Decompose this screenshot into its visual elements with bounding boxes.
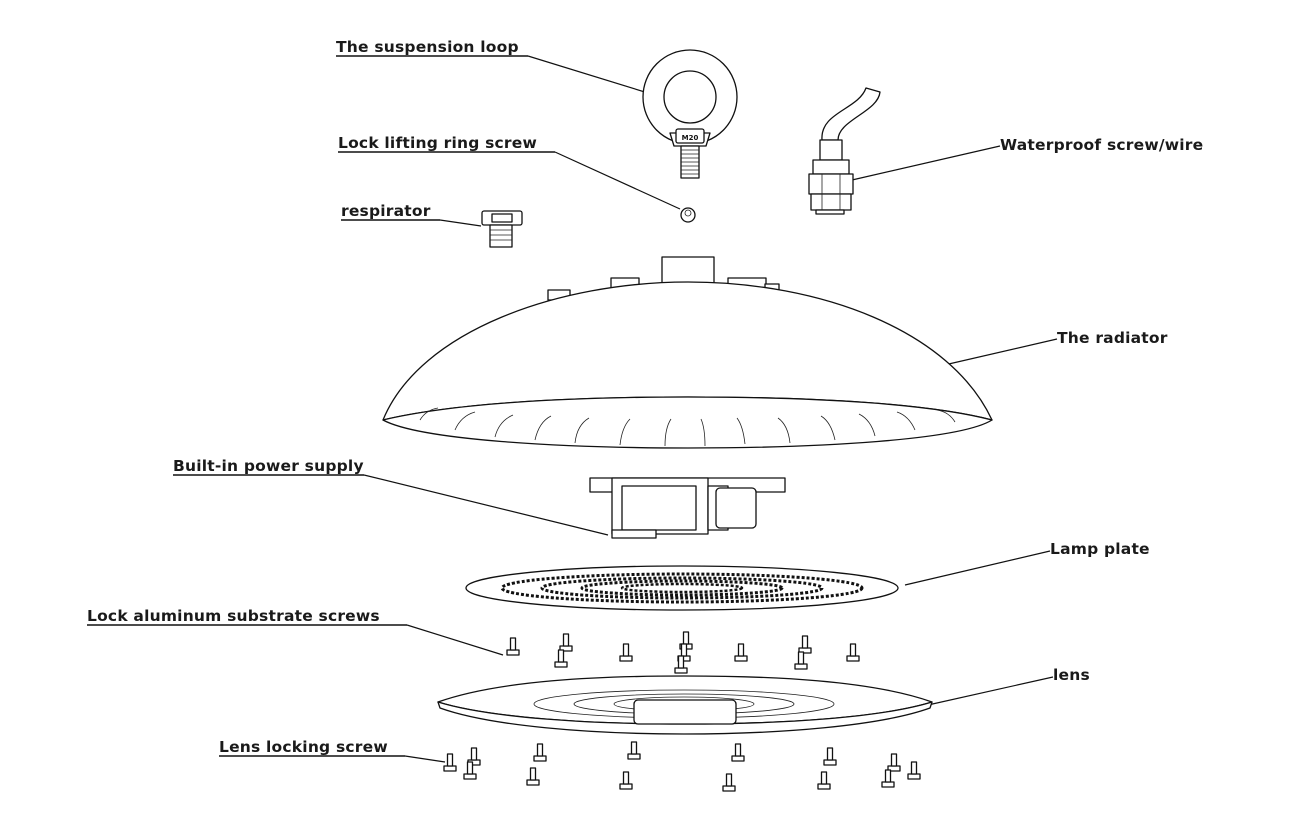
- svg-text:respirator: respirator: [341, 202, 431, 220]
- svg-text:Waterproof screw/wire: Waterproof screw/wire: [1000, 136, 1203, 154]
- label-lens-locking-screw: Lens locking screw: [219, 738, 446, 763]
- power-supply-part: [589, 477, 786, 539]
- label-waterproof-screw-wire: Waterproof screw/wire: [851, 136, 1203, 181]
- label-lens: lens: [927, 666, 1090, 706]
- lock-ring-screw-part: [680, 207, 696, 223]
- respirator-part: [481, 210, 523, 248]
- ring-stamp: M20: [682, 134, 699, 142]
- waterproof-gland-part: [808, 87, 881, 215]
- svg-text:Lock aluminum substrate screws: Lock aluminum substrate screws: [87, 607, 380, 625]
- label-lamp-plate: Lamp plate: [904, 540, 1150, 586]
- label-suspension-loop: The suspension loop: [336, 38, 649, 94]
- lens-part: [437, 675, 933, 735]
- radiator-part: [382, 256, 993, 449]
- substrate-screws-part: [506, 631, 860, 674]
- svg-text:Lens locking screw: Lens locking screw: [219, 738, 388, 756]
- label-lock-lifting-ring-screw: Lock lifting ring screw: [338, 134, 681, 210]
- svg-text:Lock lifting ring screw: Lock lifting ring screw: [338, 134, 537, 152]
- svg-text:The suspension loop: The suspension loop: [336, 38, 519, 56]
- lamp-plate-part: [465, 565, 899, 611]
- svg-text:lens: lens: [1053, 666, 1090, 684]
- svg-text:Lamp plate: Lamp plate: [1050, 540, 1150, 558]
- suspension-loop-part: M20: [642, 49, 738, 179]
- svg-text:Built-in power supply: Built-in power supply: [173, 457, 364, 475]
- lens-locking-screws-part: [443, 741, 921, 792]
- label-the-radiator: The radiator: [939, 329, 1168, 367]
- svg-text:The radiator: The radiator: [1057, 329, 1168, 347]
- label-respirator: respirator: [341, 202, 482, 227]
- label-built-in-power-supply: Built-in power supply: [173, 457, 609, 536]
- label-lock-aluminum-substrate-screws: Lock aluminum substrate screws: [87, 607, 504, 656]
